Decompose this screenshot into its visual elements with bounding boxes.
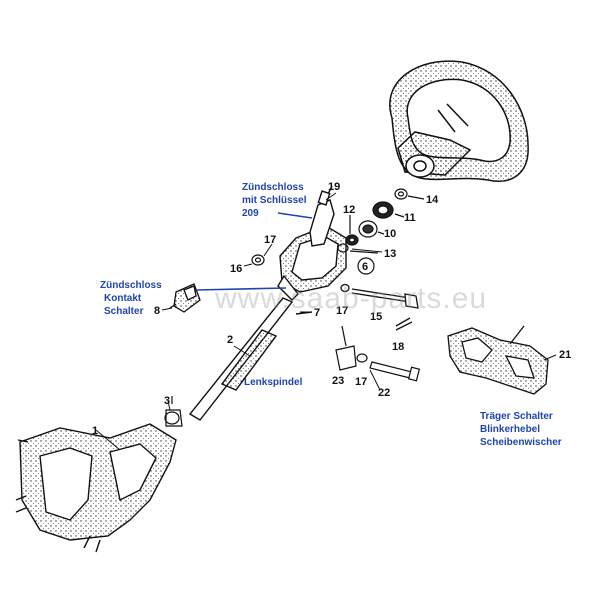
ignition-contact-callout: Zündschloss Kontakt Schalter (100, 279, 162, 318)
watermark: www.saab-parts.eu (215, 282, 488, 315)
callout-circle-6 (357, 257, 375, 275)
part-label-6: 6 (362, 261, 368, 273)
steering-spindle-callout: Lenkspindel (244, 377, 303, 388)
ignition-contact-line-1: Zündschloss (100, 280, 162, 291)
part-label-3: 3 (164, 395, 170, 407)
switch-carrier-callout: Träger Schalter Blinkerhebel Scheibenwis… (480, 410, 562, 449)
bearing-part-10 (358, 220, 385, 238)
part-label-8: 8 (154, 305, 160, 317)
part-label-23: 23 (332, 375, 344, 387)
ignition-lock-key-line-1: Zündschloss (242, 182, 304, 193)
washer-17-bottom (356, 353, 368, 363)
ignition-lock-key-callout: Zündschloss mit Schlüssel 209 (242, 181, 306, 220)
ignition-contact-line-2: Kontakt (104, 293, 142, 304)
switch-carrier-21 (447, 325, 549, 395)
part-label-12: 12 (343, 204, 355, 216)
part-label-14: 14 (426, 194, 439, 206)
part-label-17c: 17 (355, 376, 367, 388)
lock-housing (277, 185, 347, 301)
nut-part-14 (394, 188, 425, 200)
switch-carrier-line-3: Scheibenwischer (480, 437, 562, 448)
steering-wheel (389, 60, 529, 182)
ignition-lock-key-line-2: mit Schlüssel (242, 195, 307, 206)
steering-shaft (188, 297, 313, 421)
part-label-10: 10 (384, 228, 396, 240)
part-label-11: 11 (404, 212, 416, 224)
part-label-16: 16 (230, 263, 242, 275)
washer-part-11 (372, 201, 405, 219)
bolts-15-18 (340, 283, 419, 331)
washer-17-left (251, 254, 265, 266)
part-label-22: 22 (378, 387, 390, 399)
switch-carrier-line-1: Träger Schalter (480, 411, 553, 422)
ignition-switch-8 (169, 283, 201, 313)
part-label-1: 1 (92, 425, 98, 437)
bracket-part-23 (335, 325, 357, 371)
leader-lines (95, 192, 557, 451)
part-label-21: 21 (559, 349, 571, 361)
switch-carrier-line-2: Blinkerhebel (480, 424, 541, 435)
part-label-15: 15 (370, 311, 382, 323)
ignition-contact-line-3: Schalter (104, 306, 144, 317)
part-label-19: 19 (328, 181, 340, 193)
blue-pointer-lines (195, 212, 313, 291)
ring-part-12 (345, 215, 359, 246)
part-label-7: 7 (314, 307, 320, 319)
part-label-17a: 17 (264, 234, 276, 246)
part-label-2: 2 (227, 334, 233, 346)
ignition-lock-key-line-3: 209 (242, 208, 259, 219)
bolt-part-22 (369, 361, 421, 382)
part-label-13: 13 (384, 248, 396, 260)
part-label-18: 18 (392, 341, 404, 353)
part-label-17b: 17 (336, 305, 348, 317)
clamp-part-3 (164, 396, 183, 427)
part-number-labels: 1 2 3 6 7 8 10 11 12 13 14 15 16 17 17 1… (92, 181, 571, 437)
support-bracket-1 (15, 423, 177, 553)
